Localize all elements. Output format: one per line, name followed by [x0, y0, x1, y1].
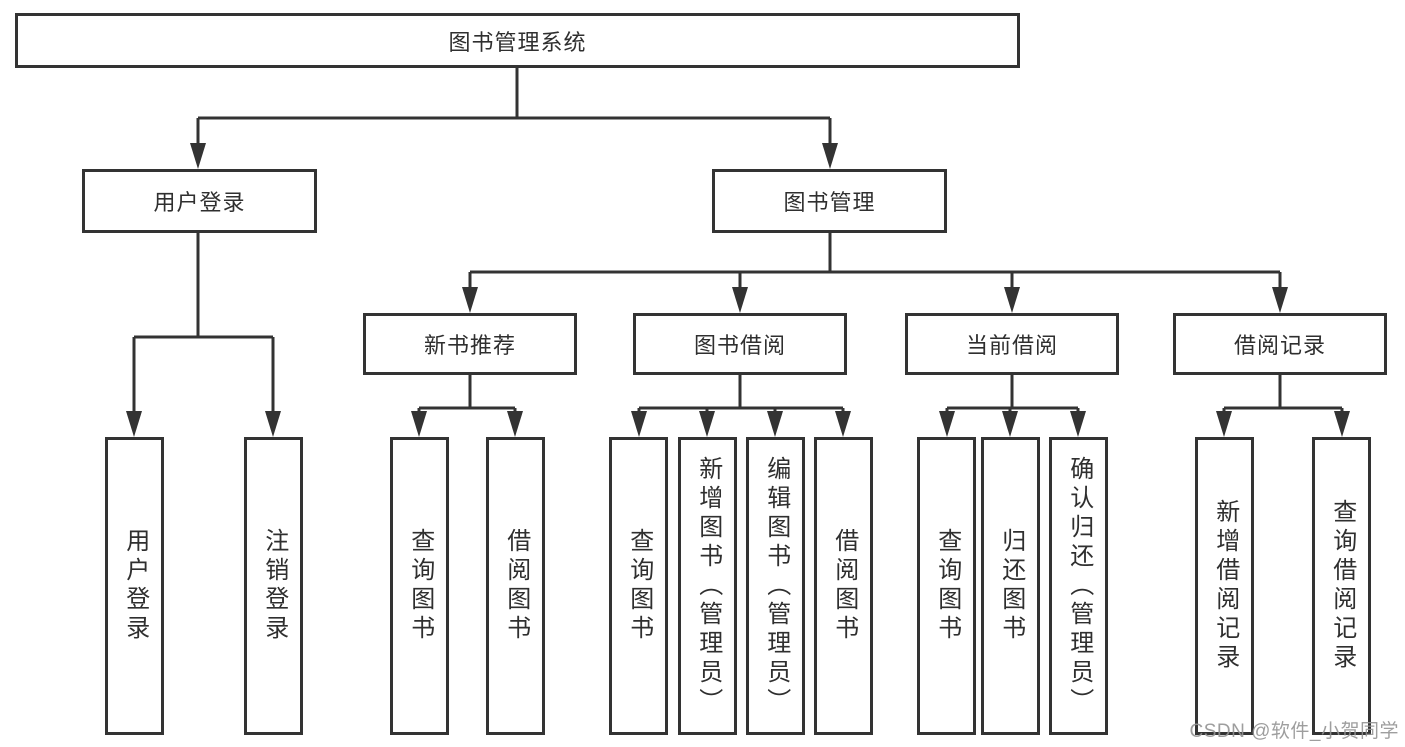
- node-current-borrow: 当前借阅: [905, 313, 1119, 375]
- node-library-management-system: 图书管理系统: [15, 13, 1020, 68]
- watermark: CSDN @软件_小贺同学: [1189, 721, 1399, 742]
- leaf-edit-book-admin: 编辑图书（管理员）: [746, 437, 805, 735]
- node-book-management: 图书管理: [712, 169, 947, 233]
- node-label: 用户登录: [153, 190, 246, 215]
- node-label: 图书管理: [783, 190, 876, 215]
- leaf-borrow-book: 借阅图书: [814, 437, 873, 735]
- leaf-query-books: 查询图书: [917, 437, 976, 735]
- leaf-query-books: 查询图书: [390, 437, 449, 735]
- leaf-query-books: 查询图书: [609, 437, 668, 735]
- node-label: 借阅记录: [1233, 333, 1326, 358]
- node-label: 图书借阅: [693, 333, 786, 358]
- node-label: 新书推荐: [423, 333, 516, 358]
- leaf-query-borrow-record: 查询借阅记录: [1312, 437, 1371, 735]
- leaf-add-book-admin: 新增图书（管理员）: [678, 437, 737, 735]
- node-label: 图书管理系统: [448, 29, 587, 55]
- leaf-user-login: 用户登录: [105, 437, 164, 735]
- leaf-borrow-book: 借阅图书: [486, 437, 545, 735]
- node-label: 当前借阅: [965, 333, 1058, 358]
- arrowheads: [126, 143, 1350, 437]
- leaf-confirm-return-admin: 确认归还（管理员）: [1049, 437, 1108, 735]
- leaf-add-borrow-record: 新增借阅记录: [1195, 437, 1254, 735]
- node-user-login: 用户登录: [82, 169, 317, 233]
- node-new-book-recommend: 新书推荐: [363, 313, 577, 375]
- leaf-logout: 注销登录: [244, 437, 303, 735]
- leaf-return-book: 归还图书: [981, 437, 1040, 735]
- node-book-borrow: 图书借阅: [633, 313, 847, 375]
- node-borrow-records: 借阅记录: [1173, 313, 1387, 375]
